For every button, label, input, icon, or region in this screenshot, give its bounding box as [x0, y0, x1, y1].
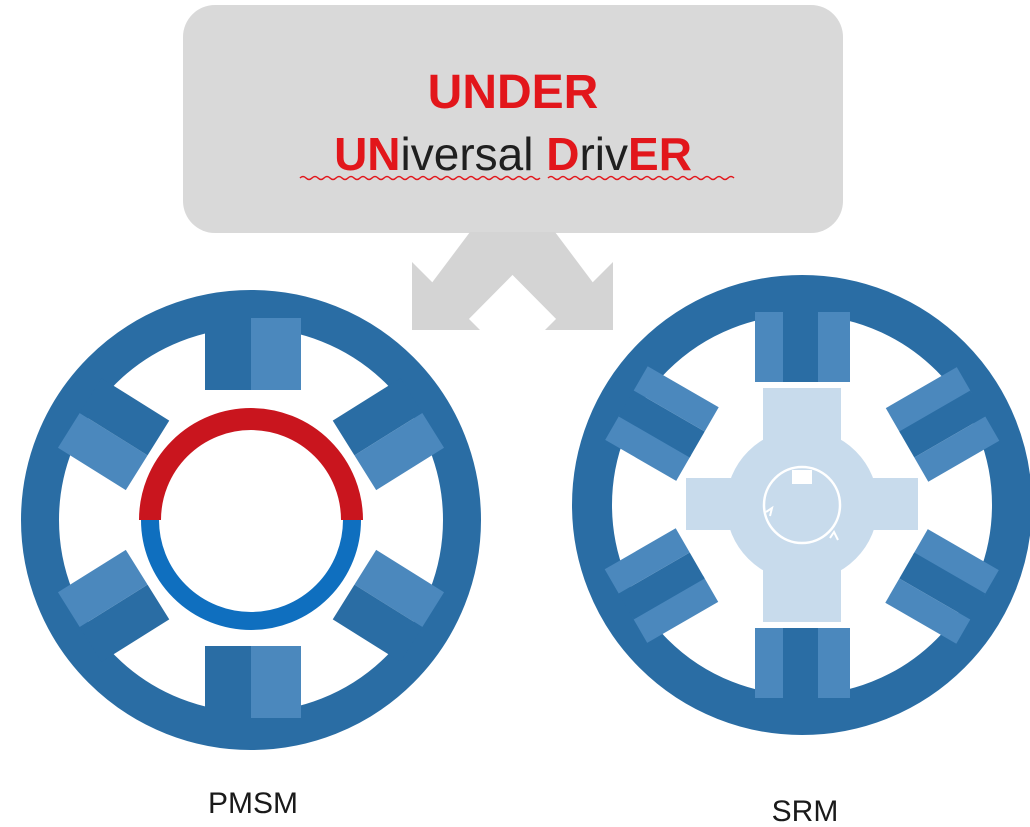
subtitle-part-riv: riv: [579, 128, 628, 180]
arrow-left-head-icon: [412, 262, 480, 330]
spellcheck-squiggle-left: [299, 175, 541, 181]
subtitle-part-er: ER: [628, 128, 692, 180]
pmsm-rotor-north: [139, 408, 363, 521]
srm-shaft-key: [792, 470, 812, 484]
srm-motor: [572, 275, 1030, 735]
pmsm-pole-lower-left: [57, 549, 170, 662]
split-arrow: [412, 232, 613, 330]
banner-title: UNDER: [428, 66, 599, 119]
srm-rotor: [686, 388, 918, 622]
srm-pole-upper-left: [605, 366, 719, 481]
srm-rotation-mark-right: [829, 530, 839, 541]
srm-pole-lower-right: [885, 529, 999, 644]
srm-pole-lower-left: [604, 528, 719, 643]
banner-box: [183, 5, 843, 233]
pmsm-pole-upper-right: [332, 378, 445, 491]
srm-pole-bottom: [755, 628, 850, 698]
pmsm-stator-ring: [21, 290, 481, 750]
spellcheck-squiggle-right: [547, 175, 735, 181]
subtitle-part-d: D: [546, 128, 579, 180]
pmsm-pole-top: [205, 318, 301, 390]
srm-pole-upper-right: [885, 367, 1000, 482]
srm-pole-top: [755, 312, 850, 382]
banner-subtitle: UNiversal DrivER: [334, 128, 692, 180]
srm-label: SRM: [771, 795, 839, 827]
arrow-right-head-icon: [545, 262, 613, 330]
pmsm-rotor-south: [141, 519, 361, 630]
srm-shaft-outline: [762, 465, 842, 545]
srm-rotation-mark-left: [765, 505, 774, 517]
pmsm-pole-upper-left: [57, 378, 170, 491]
pmsm-motor: [21, 290, 481, 750]
pmsm-pole-bottom: [205, 646, 301, 718]
subtitle-part-un: UN: [334, 128, 400, 180]
pmsm-pole-lower-right: [332, 549, 445, 662]
subtitle-part-iversal: iversal: [401, 128, 547, 180]
pmsm-label: PMSM: [208, 787, 298, 820]
srm-stator-ring: [572, 275, 1030, 735]
